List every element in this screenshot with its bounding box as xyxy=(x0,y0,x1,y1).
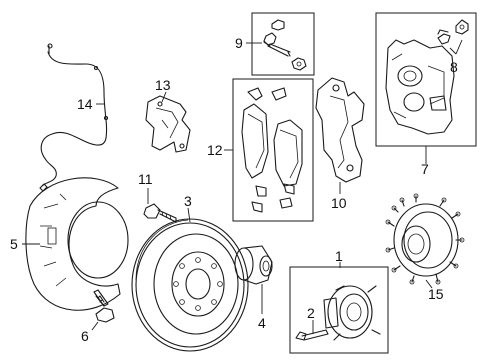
brake-caliper xyxy=(385,39,455,135)
shield-bolt xyxy=(93,289,115,323)
callout-3: 3 xyxy=(184,193,192,209)
abs-sensor-wire xyxy=(39,43,109,192)
callout-13: 13 xyxy=(155,77,171,93)
brake-pads xyxy=(241,87,303,213)
caliper-bolt xyxy=(143,203,177,223)
sensor-bracket xyxy=(145,95,191,153)
box-pads-12 xyxy=(232,78,314,222)
wheel-stud xyxy=(295,329,329,341)
callout-15: 15 xyxy=(428,286,444,302)
callout-12: 12 xyxy=(207,142,223,158)
callout-2: 2 xyxy=(307,305,315,321)
box-bolts-9 xyxy=(251,12,315,76)
callout-10: 10 xyxy=(331,195,347,211)
leader-lines xyxy=(22,39,463,334)
bracket-bolt-kit xyxy=(263,19,307,71)
hub-bearing xyxy=(323,285,381,341)
callout-14: 14 xyxy=(77,96,93,112)
callout-11: 11 xyxy=(138,171,153,187)
dust-shield xyxy=(25,177,129,311)
hub-assembly xyxy=(385,193,465,285)
callout-9: 9 xyxy=(235,35,243,51)
callout-1: 1 xyxy=(335,248,343,264)
box-caliper-7 xyxy=(375,12,477,147)
callout-6: 6 xyxy=(81,328,89,344)
caliper-bracket xyxy=(315,77,365,183)
box-hub-1 xyxy=(289,266,389,354)
callout-4: 4 xyxy=(258,315,266,331)
callout-7: 7 xyxy=(421,161,429,177)
callout-5: 5 xyxy=(10,236,18,252)
bleeder-screws xyxy=(437,19,469,45)
callout-8: 8 xyxy=(450,59,458,75)
hub-cap xyxy=(234,245,273,285)
brake-rotor xyxy=(131,218,249,352)
